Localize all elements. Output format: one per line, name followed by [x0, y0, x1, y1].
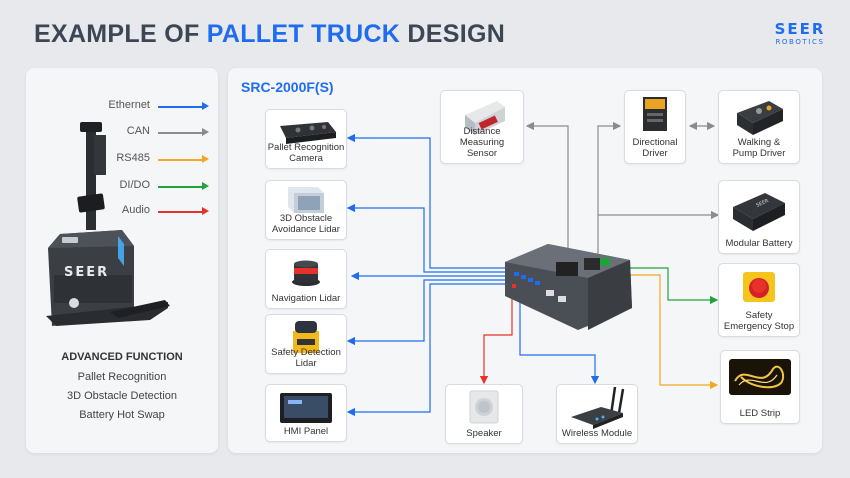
- emergency-stop-icon: [743, 272, 775, 302]
- legend-item-audio: Audio: [80, 204, 210, 218]
- node-label: Wireless Module: [561, 428, 633, 439]
- brand-name: SEER: [774, 20, 826, 38]
- led-strip-icon: [729, 359, 791, 395]
- legend-item-rs485: RS485: [80, 152, 210, 166]
- advanced-function-title: ADVANCED FUNCTION: [61, 351, 183, 363]
- legend-label: CAN: [126, 125, 150, 137]
- hmi-screen-icon: [280, 393, 332, 423]
- node-label: Speaker: [466, 428, 502, 439]
- title-accent: PALLET TRUCK: [206, 20, 401, 48]
- advanced-item: Pallet Recognition: [77, 371, 167, 383]
- led-strip-node: LED Strip: [720, 350, 800, 424]
- page-title: EXAMPLE OF PALLET TRUCK DESIGN: [34, 20, 505, 49]
- lidar-3d-icon: [288, 187, 324, 213]
- advanced-item: Battery Hot Swap: [79, 409, 165, 421]
- title-suffix: DESIGN: [407, 20, 506, 48]
- legend-label: RS485: [116, 152, 150, 164]
- legend-line: [158, 211, 204, 213]
- camera-icon: [280, 122, 336, 144]
- legend-line: [158, 159, 204, 161]
- brand-logo: SEER ROBOTICS: [772, 22, 828, 47]
- arrow-icon: [202, 155, 209, 163]
- distance-sensor-icon: [465, 101, 505, 135]
- legend-label: Audio: [121, 204, 150, 216]
- wireless-router-icon: [571, 386, 625, 429]
- speaker-node: Speaker: [445, 384, 523, 444]
- legend-line: [158, 106, 204, 108]
- wireless-module-node: Wireless Module: [556, 384, 638, 444]
- title-prefix: EXAMPLE OF: [34, 20, 200, 48]
- motor-driver-icon: [737, 101, 783, 135]
- battery-icon: SEER: [733, 193, 785, 231]
- robot-logo-text: SEER: [64, 265, 109, 280]
- walking-pump-driver-node: Walking &Pump Driver: [718, 90, 800, 164]
- arrow-icon: [202, 182, 209, 190]
- node-label: Navigation Lidar: [271, 293, 341, 304]
- legend-line: [158, 132, 204, 134]
- advanced-item: 3D Obstacle Detection: [66, 390, 178, 402]
- node-label: Modular Battery: [725, 238, 793, 249]
- arrow-icon: [202, 102, 209, 110]
- legend-item-can: CAN: [80, 125, 210, 139]
- arrow-icon: [202, 207, 209, 215]
- controller-title: SRC-2000F(S): [241, 79, 334, 95]
- lidar-icon: [292, 260, 320, 286]
- legend-line: [158, 186, 204, 188]
- node-label: LED Strip: [739, 408, 781, 419]
- modular-battery-node: SEER Modular Battery: [718, 180, 800, 254]
- legend-label: Ethernet: [108, 99, 150, 111]
- legend-label: DI/DO: [119, 179, 150, 191]
- legend-item-ethernet: Ethernet: [80, 99, 210, 113]
- hmi-panel-node: HMI Panel: [265, 384, 347, 442]
- node-label: HMI Panel: [283, 426, 329, 437]
- driver-icon: [643, 97, 667, 131]
- safety-lidar-icon: [293, 321, 319, 353]
- navigation-lidar-node: Navigation Lidar: [265, 249, 347, 309]
- node-label: Walking &Pump Driver: [732, 137, 786, 159]
- brand-sub: ROBOTICS: [775, 38, 825, 46]
- svg-text:SEER: SEER: [755, 198, 770, 209]
- arrow-icon: [202, 128, 209, 136]
- speaker-icon: [469, 390, 499, 424]
- legend-item-dido: DI/DO: [80, 179, 210, 193]
